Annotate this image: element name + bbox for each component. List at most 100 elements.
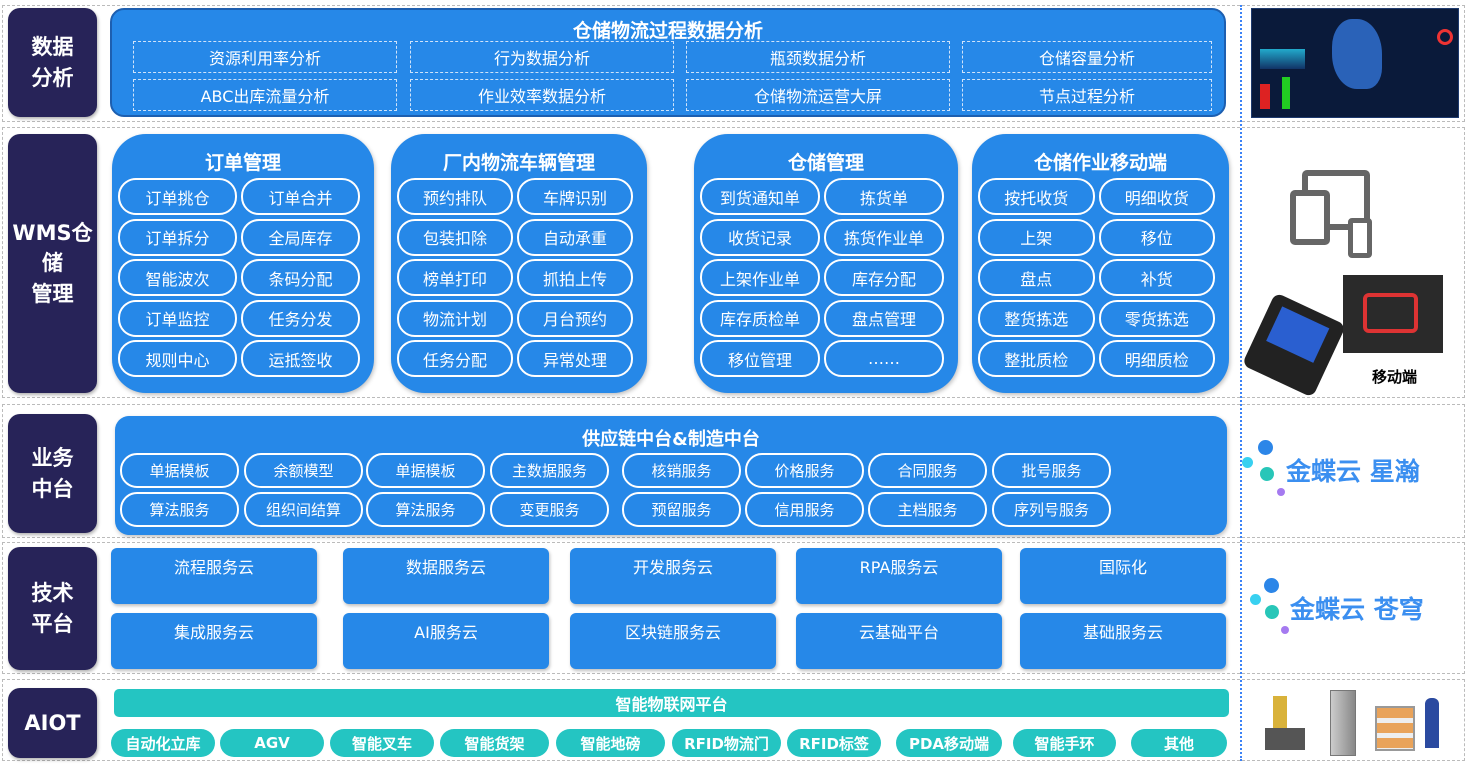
wms-function-pill[interactable]: 运抵签收 (241, 340, 360, 377)
service-pill[interactable]: 主档服务 (868, 492, 987, 527)
service-pill[interactable]: 组织间结算 (244, 492, 363, 527)
service-pill[interactable]: 变更服务 (490, 492, 609, 527)
iot-device-pill[interactable]: 自动化立库 (111, 729, 215, 757)
iot-device-pill[interactable]: 智能叉车 (330, 729, 434, 757)
tech-cloud-box[interactable]: 云基础平台 (796, 613, 1002, 669)
wms-function-pill[interactable]: 按托收货 (978, 178, 1095, 215)
service-pill[interactable]: 主数据服务 (490, 453, 609, 488)
wms-function-pill[interactable]: 订单监控 (118, 299, 237, 337)
wms-function-pill[interactable]: 上架作业单 (700, 259, 820, 296)
analysis-item[interactable]: ABC出库流量分析 (133, 79, 397, 111)
analysis-item[interactable]: 仓储物流运营大屏 (686, 79, 950, 111)
service-pill[interactable]: 序列号服务 (992, 492, 1111, 527)
wms-function-pill[interactable]: 拣货作业单 (824, 218, 944, 256)
tech-cloud-box[interactable]: 开发服务云 (570, 548, 776, 604)
analysis-item[interactable]: 行为数据分析 (410, 41, 674, 73)
service-pill[interactable]: 批号服务 (992, 453, 1111, 488)
wms-function-pill[interactable]: 收货记录 (700, 218, 820, 256)
wms-function-pill[interactable]: 抓拍上传 (517, 259, 633, 296)
wms-function-pill[interactable]: 任务分配 (397, 340, 513, 377)
iot-device-pill[interactable]: 其他 (1131, 729, 1227, 757)
tech-cloud-box[interactable]: 区块链服务云 (570, 613, 776, 669)
warehouse-shelf-illustration (1375, 698, 1445, 756)
mobile-label: 移动端 (1372, 368, 1418, 386)
band-tech (2, 542, 1465, 674)
wms-function-pill[interactable]: 盘点管理 (824, 299, 944, 337)
wms-group: 仓储管理到货通知单拣货单收货记录拣货作业单上架作业单库存分配库存质检单盘点管理移… (694, 134, 958, 393)
forklift-image (1343, 275, 1443, 353)
iot-device-pill[interactable]: RFID物流门 (672, 729, 781, 757)
wms-function-pill[interactable]: 补货 (1098, 259, 1215, 296)
service-pill[interactable]: 核销服务 (622, 453, 741, 488)
service-pill[interactable]: 算法服务 (120, 492, 239, 527)
wms-function-pill[interactable]: 订单拆分 (118, 218, 237, 256)
wms-function-pill[interactable]: 月台预约 (517, 299, 633, 337)
service-pill[interactable]: 单据模板 (366, 453, 485, 488)
wms-function-pill[interactable]: 规则中心 (118, 340, 237, 377)
analysis-item[interactable]: 资源利用率分析 (133, 41, 397, 73)
analysis-item[interactable]: 节点过程分析 (962, 79, 1212, 111)
wms-function-pill[interactable]: 车牌识别 (517, 178, 633, 215)
service-pill[interactable]: 单据模板 (120, 453, 239, 488)
wms-function-pill[interactable]: 整批质检 (978, 340, 1095, 377)
tech-cloud-box[interactable]: 集成服务云 (111, 613, 317, 669)
layer-label-data-analysis: 数据 分析 (8, 8, 97, 117)
service-pill[interactable]: 余额模型 (244, 453, 363, 488)
data-analysis-title: 仓储物流过程数据分析 (572, 20, 763, 42)
wms-function-pill[interactable]: 到货通知单 (700, 178, 820, 215)
analysis-item[interactable]: 瓶颈数据分析 (686, 41, 950, 73)
service-pill[interactable]: 算法服务 (366, 492, 485, 527)
wms-function-pill[interactable]: 物流计划 (397, 299, 513, 337)
wms-function-pill[interactable]: 任务分发 (241, 299, 360, 337)
wms-function-pill[interactable]: 条码分配 (241, 259, 360, 296)
iot-device-pill[interactable]: RFID标签 (787, 729, 881, 757)
tech-cloud-box[interactable]: 流程服务云 (111, 548, 317, 604)
wms-function-pill[interactable]: 自动承重 (517, 218, 633, 256)
service-pill[interactable]: 价格服务 (745, 453, 864, 488)
tech-cloud-box[interactable]: AI服务云 (343, 613, 549, 669)
business-platform-panel: 供应链中台&制造中台 单据模板余额模型单据模板主数据服务核销服务价格服务合同服务… (115, 416, 1227, 535)
wms-group-title: 仓储管理 (787, 152, 864, 174)
wms-function-pill[interactable]: 订单合并 (241, 178, 360, 215)
wms-function-pill[interactable]: 预约排队 (397, 178, 513, 215)
wms-group-title: 仓储作业移动端 (1033, 152, 1167, 174)
wms-function-pill[interactable]: 库存质检单 (700, 299, 820, 337)
wms-function-pill[interactable]: 移位 (1098, 218, 1215, 256)
wms-function-pill[interactable]: 订单挑仓 (118, 178, 237, 215)
tech-cloud-box[interactable]: 数据服务云 (343, 548, 549, 604)
tech-cloud-box[interactable]: 国际化 (1020, 548, 1226, 604)
iot-device-pill[interactable]: 智能货架 (440, 729, 549, 757)
forklift-worker-illustration (1265, 688, 1315, 756)
wms-function-pill[interactable]: 全局库存 (241, 218, 360, 256)
wms-group: 仓储作业移动端按托收货明细收货上架移位盘点补货整货拣选零货拣选整批质检明细质检 (972, 134, 1229, 393)
wms-function-pill[interactable]: 明细质检 (1098, 340, 1215, 377)
devices-icon (1290, 170, 1372, 260)
service-pill[interactable]: 合同服务 (868, 453, 987, 488)
wms-function-pill[interactable]: 整货拣选 (978, 299, 1095, 337)
wms-function-pill[interactable]: 上架 (978, 218, 1095, 256)
wms-function-pill[interactable]: 零货拣选 (1098, 299, 1215, 337)
service-pill[interactable]: 预留服务 (622, 492, 741, 527)
wms-function-pill[interactable]: 拣货单 (824, 178, 944, 215)
wms-function-pill[interactable]: 盘点 (978, 259, 1095, 296)
wms-function-pill[interactable]: 库存分配 (824, 259, 944, 296)
wms-function-pill[interactable]: 榜单打印 (397, 259, 513, 296)
business-platform-title: 供应链中台&制造中台 (582, 429, 760, 450)
iot-device-pill[interactable]: AGV (220, 729, 324, 757)
service-pill[interactable]: 信用服务 (745, 492, 864, 527)
wms-function-pill[interactable]: 包装扣除 (397, 218, 513, 256)
tech-cloud-box[interactable]: 基础服务云 (1020, 613, 1226, 669)
wms-function-pill[interactable]: 明细收货 (1098, 178, 1215, 215)
iot-device-pill[interactable]: 智能手环 (1013, 729, 1116, 757)
analysis-item[interactable]: 仓储容量分析 (962, 41, 1212, 73)
layer-label-aiot: AIOT (8, 688, 97, 758)
wms-function-pill[interactable]: 智能波次 (118, 259, 237, 296)
iot-device-pill[interactable]: 智能地磅 (556, 729, 665, 757)
wms-function-pill[interactable]: 移位管理 (700, 340, 820, 377)
wms-function-pill[interactable]: …… (824, 340, 944, 377)
tech-cloud-box[interactable]: RPA服务云 (796, 548, 1002, 604)
analysis-item[interactable]: 作业效率数据分析 (410, 79, 674, 111)
side-divider (1240, 5, 1242, 761)
wms-function-pill[interactable]: 异常处理 (517, 340, 633, 377)
iot-device-pill[interactable]: PDA移动端 (896, 729, 1002, 757)
